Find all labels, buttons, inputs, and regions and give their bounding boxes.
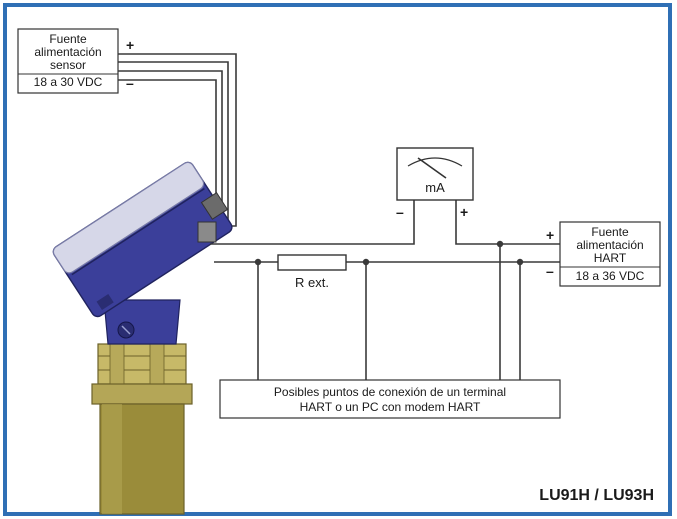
sensor-supply-line1: Fuente bbox=[49, 32, 87, 46]
sensor-supply-box: Fuente alimentación sensor 18 a 30 VDC bbox=[17, 28, 119, 94]
milliammeter: mA bbox=[396, 147, 474, 201]
meter-unit: mA bbox=[425, 180, 445, 195]
hart-supply-line2: alimentación bbox=[576, 238, 643, 252]
sensor-supply-line4: 18 a 30 VDC bbox=[34, 75, 103, 89]
hart-supply-box: Fuente alimentación HART 18 a 36 VDC bbox=[559, 221, 661, 287]
sensor-minus-sign: – bbox=[126, 75, 134, 91]
hart-minus-sign: – bbox=[546, 263, 554, 279]
hart-supply-line4: 18 a 36 VDC bbox=[576, 269, 645, 283]
external-resistor: R ext. bbox=[277, 254, 347, 290]
model-label: LU91H / LU93H bbox=[539, 487, 654, 504]
connection-note-line1: Posibles puntos de conexión de un termin… bbox=[274, 385, 506, 399]
resistor-label: R ext. bbox=[295, 275, 329, 290]
meter-minus-sign: – bbox=[396, 204, 404, 220]
connection-note-line2: HART o un PC con modem HART bbox=[300, 400, 481, 414]
connection-note-box: Posibles puntos de conexión de un termin… bbox=[219, 379, 561, 419]
sensor-supply-line3: sensor bbox=[50, 58, 86, 72]
sensor-supply-line2: alimentación bbox=[34, 45, 101, 59]
level-transmitter bbox=[52, 161, 233, 515]
meter-plus-sign: + bbox=[460, 204, 468, 220]
hart-supply-line1: Fuente bbox=[591, 225, 629, 239]
loop-wires bbox=[210, 200, 560, 380]
junction-dots bbox=[254, 240, 524, 266]
hart-plus-sign: + bbox=[546, 227, 554, 243]
sensor-plus-sign: + bbox=[126, 37, 134, 53]
hart-supply-line3: HART bbox=[594, 251, 627, 265]
